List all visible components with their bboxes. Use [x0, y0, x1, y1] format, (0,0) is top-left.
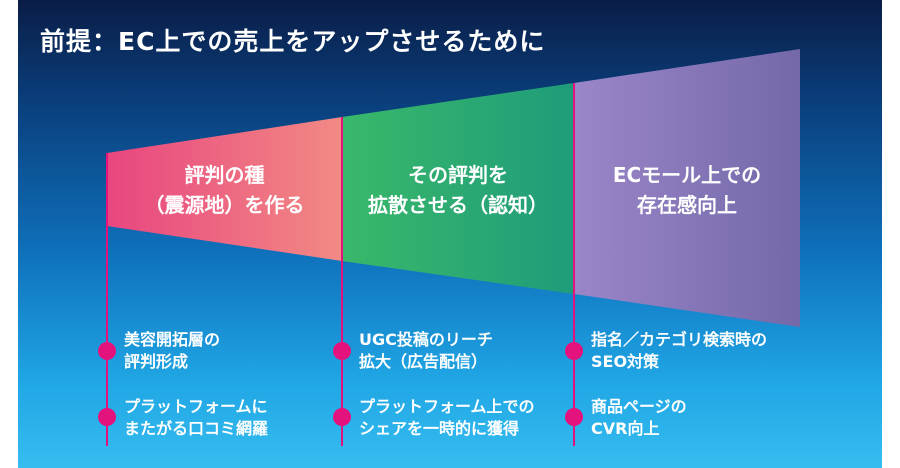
funnel-segment-2	[342, 83, 574, 294]
stage-3-bullet-dot-1	[565, 342, 583, 360]
stage-3-bullet-dot-2	[565, 408, 583, 426]
stage-3-point-2-line-2: CVR向上	[591, 419, 660, 438]
stage-2-point-1-line-2: 拡大（広告配信）	[359, 352, 488, 371]
stage-2-connector-line	[341, 117, 343, 446]
stage-2-point-2-line-2: シェアを一時的に獲得	[359, 419, 520, 438]
stage-1-line-1: 評判の種	[184, 163, 265, 187]
stage-3-point-2-line-1: 商品ページの	[591, 397, 687, 416]
stage-1-point-1: 美容開拓層の 評判形成	[124, 329, 220, 373]
stage-1-bullet-dot-2	[98, 408, 116, 426]
stage-1-connector-line	[106, 153, 108, 446]
stage-3-connector-line	[573, 83, 575, 446]
stage-3-line-2: 存在感向上	[637, 193, 737, 217]
stage-label-1: 評判の種 （震源地）を作る	[107, 160, 342, 220]
stage-2-line-2: 拡散させる（認知）	[368, 193, 548, 217]
stage-1-point-1-line-2: 評判形成	[124, 352, 189, 371]
stage-3-point-1-line-2: SEO対策	[591, 352, 660, 371]
funnel-diagram	[107, 49, 800, 327]
stage-2-bullet-dot-2	[333, 408, 351, 426]
stage-1-point-2-line-1: プラットフォームに	[124, 397, 268, 416]
stage-2-point-1-line-1: UGC投稿のリーチ	[359, 330, 493, 349]
stage-label-3: ECモール上での 存在感向上	[574, 160, 800, 220]
stage-2-point-1: UGC投稿のリーチ 拡大（広告配信）	[359, 329, 493, 373]
stage-3-point-1: 指名／カテゴリ検索時の SEO対策	[591, 329, 767, 373]
stage-1-bullet-dot-1	[98, 342, 116, 360]
stage-2-point-2-line-1: プラットフォーム上での	[359, 397, 535, 416]
stage-3-point-2: 商品ページの CVR向上	[591, 396, 687, 440]
funnel-segment-1	[107, 117, 342, 261]
stage-1-point-2-line-2: またがる口コミ網羅	[124, 419, 269, 438]
page-title: 前提：EC上での売上をアップさせるために	[40, 27, 546, 56]
stage-2-line-1: その評判を	[408, 163, 508, 187]
stage-label-2: その評判を 拡散させる（認知）	[342, 160, 574, 220]
stage-3-line-1: ECモール上での	[612, 163, 762, 187]
stage-1-point-2: プラットフォームに またがる口コミ網羅	[124, 396, 268, 440]
stage-3-point-1-line-1: 指名／カテゴリ検索時の	[591, 330, 768, 349]
diagram-panel: 前提：EC上での売上をアップさせるために 評判の種 （震源地）を作る その評判を…	[18, 0, 882, 468]
stage-1-line-2: （震源地）を作る	[144, 193, 305, 217]
stage-1-point-1-line-1: 美容開拓層の	[124, 330, 221, 349]
funnel-segment-3	[574, 49, 800, 327]
stage-2-bullet-dot-1	[333, 342, 351, 360]
stage-2-point-2: プラットフォーム上での シェアを一時的に獲得	[359, 396, 535, 440]
